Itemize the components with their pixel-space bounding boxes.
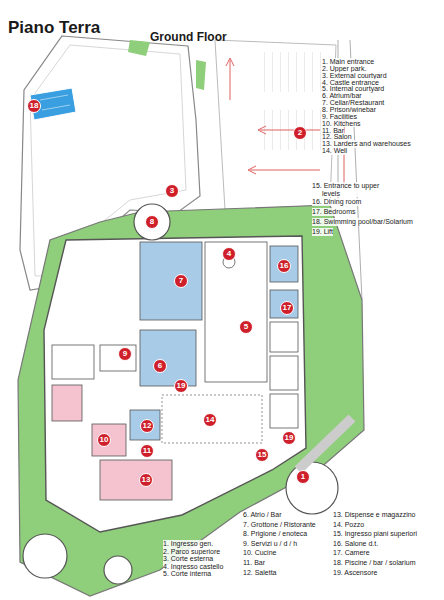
legend-item: 1. Ingresso gen.	[163, 540, 213, 548]
legend-item: 16. Salone d.t.	[333, 540, 378, 548]
callout-text: 15	[258, 451, 267, 459]
legend-item: 14. Well	[322, 147, 347, 155]
legend-item: 18. Piscine / bar / solarium	[333, 559, 415, 567]
callout-text: 8	[150, 218, 154, 226]
callout-number: 7	[174, 274, 188, 288]
callout-number: 10	[97, 433, 111, 447]
callout-text: 16	[280, 262, 289, 270]
callout-number: 12	[140, 419, 154, 433]
callout-text: 19	[177, 382, 186, 390]
legend-item: 5. Corte interna	[163, 570, 211, 578]
callout-text: 5	[244, 323, 248, 331]
callout-number: 18	[27, 99, 41, 113]
callout-number: 3	[165, 184, 179, 198]
title: Piano Terra	[8, 18, 100, 38]
legend-item: 8. Prigione / enoteca	[243, 530, 307, 538]
callout-text: 17	[283, 304, 292, 312]
legend-item: 11. Bar	[243, 559, 265, 567]
callout-text: 18	[30, 102, 39, 110]
callout-text: 13	[142, 476, 151, 484]
callout-number: 2	[293, 126, 307, 140]
callout-text: 11	[143, 447, 151, 455]
legend-item: 17. Camere	[333, 549, 370, 557]
callout-number: 9	[118, 347, 132, 361]
legend-item: 15. Entrance to upper levels	[312, 182, 382, 197]
callout-number: 19	[282, 431, 296, 445]
callout-text: 6	[158, 362, 162, 370]
callout-text: 4	[227, 250, 231, 258]
legend-item: 19. Ascensore	[333, 569, 377, 577]
callout-text: 7	[179, 277, 183, 285]
callout-text: 12	[143, 422, 152, 430]
callout-text: 14	[206, 416, 215, 424]
legend-item: 19. Lift	[312, 228, 333, 236]
legend-item: 10. Cucine	[243, 549, 276, 557]
callout-text: 1	[301, 473, 305, 481]
callout-number: 5	[239, 320, 253, 334]
legend-item: 14. Pozzo	[333, 521, 364, 529]
callout-text: 3	[170, 187, 174, 195]
legend-item: 4. Ingresso castello	[163, 563, 223, 571]
callout-number: 8	[145, 215, 159, 229]
legend-item: 9. Servizi u / d / h	[243, 540, 297, 548]
callout-number: 19	[174, 379, 188, 393]
callout-number: 6	[153, 359, 167, 373]
callout-number: 13	[139, 473, 153, 487]
callout-text: 9	[123, 350, 127, 358]
callout-text: 2	[298, 129, 302, 137]
callout-text: 10	[100, 436, 109, 444]
legend-item: 6. Atrio / Bar	[243, 511, 282, 519]
callout-number: 16	[277, 259, 291, 273]
callout-number: 11	[140, 444, 154, 458]
callout-number: 14	[203, 413, 217, 427]
legend-item: 13. Dispense e magazzino	[333, 511, 416, 519]
legend-item: 17. Bedrooms	[312, 208, 356, 216]
legend-item: 2. Parco superiore	[163, 548, 220, 556]
legend-item: 16. Dining room	[312, 198, 361, 206]
subtitle: Ground Floor	[150, 30, 227, 44]
legend-item: 7. Grottone / Ristorante	[243, 521, 316, 529]
legend-item: 3. Corte esterna	[163, 555, 213, 563]
callout-number: 15	[255, 448, 269, 462]
callout-number: 1	[296, 470, 310, 484]
callout-text: 19	[285, 434, 294, 442]
legend-item: 15. Ingresso piani superiori	[333, 530, 417, 538]
legend-item: 18. Swimming pool/bar/Solarium	[312, 218, 413, 226]
callout-number: 17	[280, 301, 294, 315]
callout-number: 4	[222, 247, 236, 261]
legend-item: 12. Saletta	[243, 569, 276, 577]
